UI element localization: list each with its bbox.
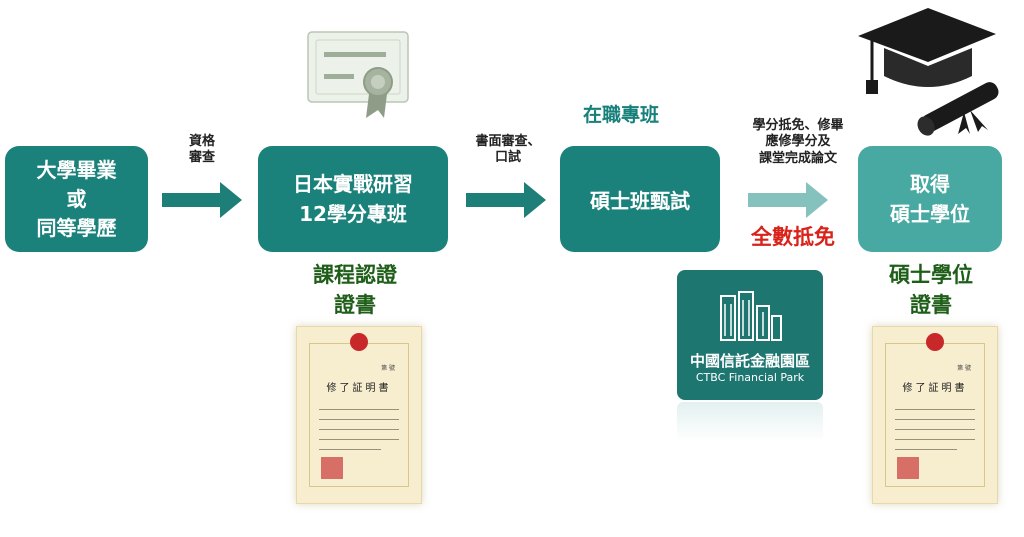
arrow-3-label-line-1: 學分抵免、修畢 <box>752 118 844 133</box>
step-master-degree-line-2: 碩士學位 <box>890 202 970 226</box>
step-bachelor-line-3: 同等學歷 <box>36 215 117 240</box>
degree-certificate-label-line-1: 碩士學位 <box>889 263 973 287</box>
course-certificate-number: 第 號 <box>381 365 395 372</box>
arrow-3-label: 學分抵免、修畢 應修學分及 課堂完成論文 <box>736 118 860 167</box>
course-certificate-label: 課程認證 證書 <box>290 260 420 321</box>
building-icon <box>720 291 782 341</box>
arrow-1-label: 資格 審查 <box>170 134 234 167</box>
step-bachelor-line-2: 或 <box>66 186 87 211</box>
stamp-icon <box>897 457 919 479</box>
ctbc-chinese-name: 中國信託金融園區 <box>689 352 810 370</box>
step-bachelor-box: 大學畢業 或 同等學歷 <box>5 146 148 252</box>
stamp-icon <box>321 457 343 479</box>
diploma-scroll-icon <box>917 82 999 136</box>
degree-certificate-label-line-2: 證書 <box>910 293 952 318</box>
degree-certificate-label: 碩士學位 證書 <box>866 260 996 321</box>
arrow-right-icon <box>162 182 242 218</box>
step-master-admission-line-1: 碩士班甄試 <box>590 188 690 213</box>
step-master-admission-box: 碩士班甄試 <box>560 146 720 252</box>
step-japan-program-line-2: 12學分專班 <box>299 202 407 226</box>
course-certificate-label-line-1: 課程認證 <box>313 263 397 287</box>
arrow-1-label-line-1: 資格 <box>188 134 215 149</box>
arrow-2-label-line-1: 書面審查、 <box>475 134 541 149</box>
ctbc-financial-park-logo: 中國信託金融園區 CTBC Financial Park <box>677 270 823 400</box>
seal-icon <box>926 333 944 351</box>
course-certificate-label-line-2: 證書 <box>334 293 376 318</box>
ctbc-english-name: CTBC Financial Park <box>695 371 805 384</box>
degree-certificate-image: 第 號 修了証明書 <box>872 326 998 504</box>
arrow-1-label-line-2: 審查 <box>188 150 215 166</box>
course-certificate-title: 修了証明書 <box>326 383 392 394</box>
full-exemption-note: 全數抵免 <box>751 225 835 249</box>
arrow-3-label-line-3: 課堂完成論文 <box>758 150 837 166</box>
step-japan-program-line-1: 日本實戰研習 <box>293 172 413 196</box>
degree-certificate-number: 第 號 <box>957 365 971 372</box>
certificate-icon <box>307 31 409 118</box>
ctbc-logo-reflection <box>677 402 823 442</box>
degree-certificate-title: 修了証明書 <box>902 383 968 394</box>
step-master-degree-line-1: 取得 <box>910 172 950 196</box>
arrow-right-icon <box>748 182 828 218</box>
seal-icon <box>350 333 368 351</box>
graduation-cap-icon <box>858 8 996 94</box>
step-master-degree-box: 取得 碩士學位 <box>858 146 1002 252</box>
part-time-program-caption: 在職專班 <box>582 104 659 126</box>
step-japan-program-box: 日本實戰研習 12學分專班 <box>258 146 448 252</box>
arrow-3-label-line-2: 應修學分及 <box>765 134 831 150</box>
course-certificate-image: 第 號 修了証明書 <box>296 326 422 504</box>
arrow-2-label-line-2: 口試 <box>494 150 521 166</box>
step-bachelor-line-1: 大學畢業 <box>36 157 117 182</box>
arrow-2-label: 書面審查、 口試 <box>462 134 554 167</box>
arrow-right-icon <box>466 182 546 218</box>
